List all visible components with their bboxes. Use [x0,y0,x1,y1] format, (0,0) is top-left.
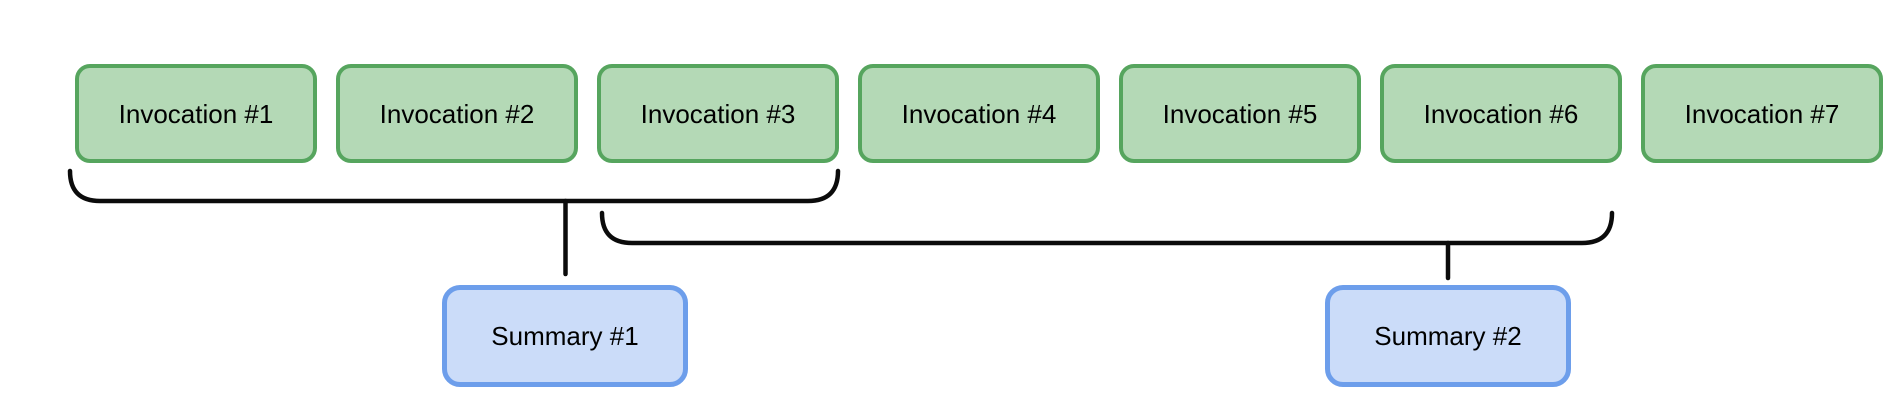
invocation-box-7: Invocation #7 [1641,64,1883,163]
invocation-box-3: Invocation #3 [597,64,839,163]
invocation-label: Invocation #3 [640,98,796,129]
summary-label: Summary #2 [1374,321,1522,351]
invocation-box-6: Invocation #6 [1380,64,1622,163]
invocation-box-1: Invocation #1 [75,64,317,163]
bracket-group-2 [599,210,1615,246]
invocation-box-4: Invocation #4 [858,64,1100,163]
summary-box-2: Summary #2 [1325,285,1571,387]
invocation-label: Invocation #6 [1423,98,1579,129]
invocation-label: Invocation #7 [1684,98,1840,129]
invocation-label: Invocation #1 [118,98,274,129]
invocation-label: Invocation #5 [1162,98,1318,129]
invocation-box-5: Invocation #5 [1119,64,1361,163]
invocation-label: Invocation #2 [379,98,535,129]
summary-box-1: Summary #1 [442,285,688,387]
invocation-box-2: Invocation #2 [336,64,578,163]
bracket-group-1 [67,168,841,204]
invocation-label: Invocation #4 [901,98,1057,129]
summary-label: Summary #1 [491,321,639,351]
